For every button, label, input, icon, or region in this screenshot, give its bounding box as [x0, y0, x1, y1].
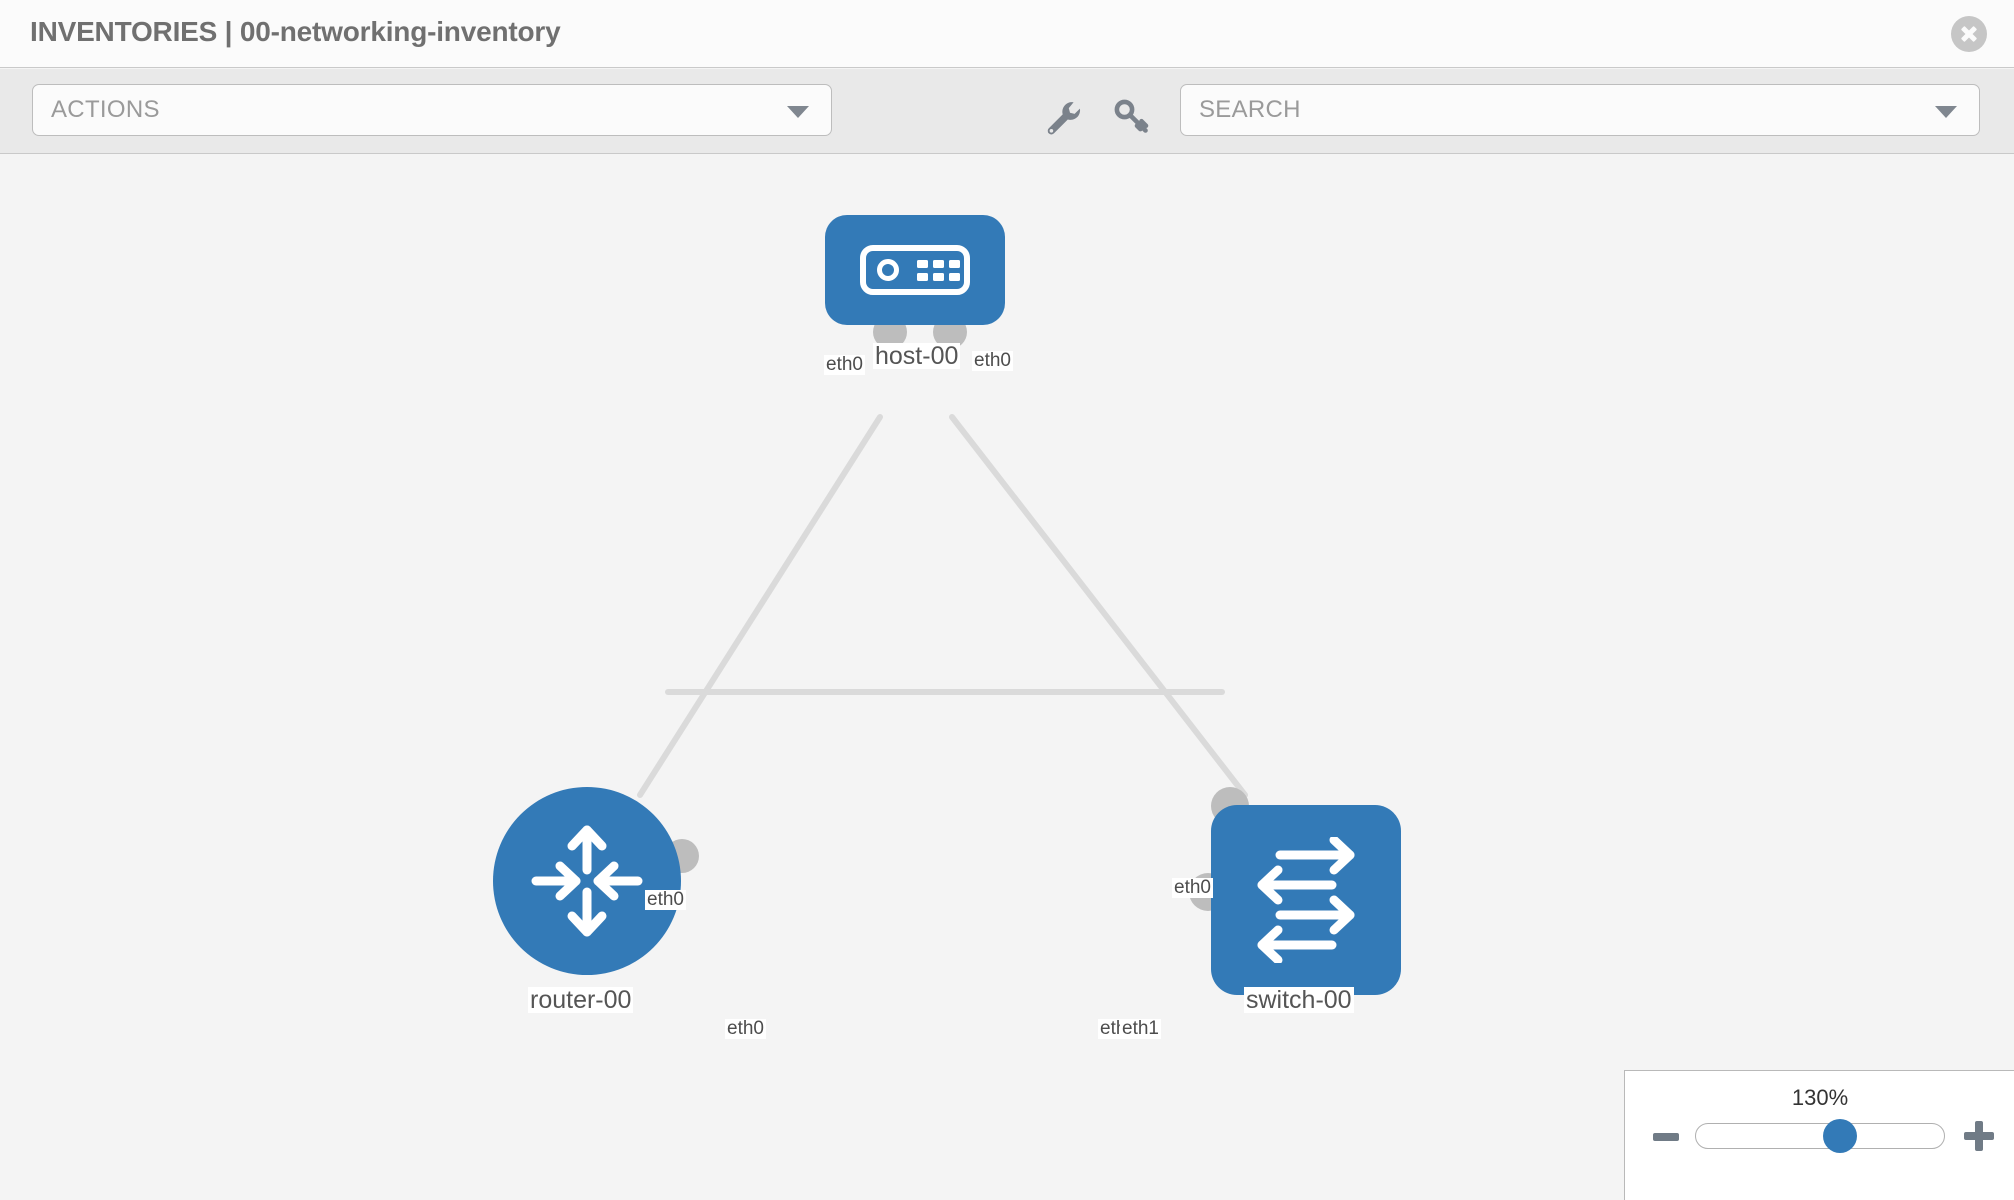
link-host-router	[637, 414, 883, 798]
port-label-host-left: eth0	[824, 354, 865, 375]
server-icon	[860, 245, 970, 295]
port-label-host-right: eth0	[972, 350, 1013, 371]
actions-dropdown[interactable]: ACTIONS	[32, 84, 832, 136]
zoom-control-panel: 130%	[1624, 1070, 2014, 1200]
router-arrows-icon	[531, 825, 643, 937]
switch-arrows-icon	[1257, 837, 1355, 963]
wrench-icon[interactable]	[1040, 95, 1084, 139]
port-label-switch-left: eth1	[1120, 1018, 1161, 1039]
key-icon[interactable]	[1110, 95, 1154, 139]
node-label-router-00: router-00	[528, 986, 634, 1014]
zoom-level-label: 130%	[1791, 1085, 1849, 1110]
node-switch-00[interactable]	[1189, 765, 1425, 995]
page-title: INVENTORIES | 00-networking-inventory	[30, 16, 561, 47]
link-host-switch	[949, 414, 1248, 798]
host-node-shape[interactable]	[825, 215, 1005, 325]
node-router-00[interactable]	[493, 787, 723, 975]
toolbar: ACTIONS SEARCH	[0, 69, 2014, 154]
node-label-switch-00: switch-00	[1244, 986, 1354, 1014]
page-header: INVENTORIES | 00-networking-inventory	[0, 0, 2014, 68]
actions-dropdown-label: ACTIONS	[51, 96, 160, 123]
port-label-router-up: eth0	[645, 889, 686, 910]
zoom-slider[interactable]	[1695, 1119, 1945, 1153]
zoom-in-button[interactable]	[1964, 1121, 1994, 1151]
zoom-out-button[interactable]	[1653, 1133, 1679, 1141]
topology-links	[637, 414, 1248, 798]
port-label-router-right: eth0	[725, 1018, 766, 1039]
router-node-shape[interactable]	[493, 787, 681, 975]
chevron-down-icon	[1935, 106, 1957, 118]
search-input[interactable]: SEARCH	[1180, 84, 1980, 136]
topology-canvas[interactable]: host-00 eth0 eth0	[0, 155, 2014, 1200]
chevron-down-icon	[787, 106, 809, 118]
node-label-host-00: host-00	[873, 342, 961, 370]
zoom-slider-thumb[interactable]	[1822, 1119, 1857, 1153]
close-icon[interactable]	[1951, 16, 1987, 52]
switch-node-shape[interactable]	[1211, 805, 1401, 995]
search-placeholder: SEARCH	[1199, 96, 1301, 123]
port-label-switch-up: eth0	[1172, 877, 1213, 898]
